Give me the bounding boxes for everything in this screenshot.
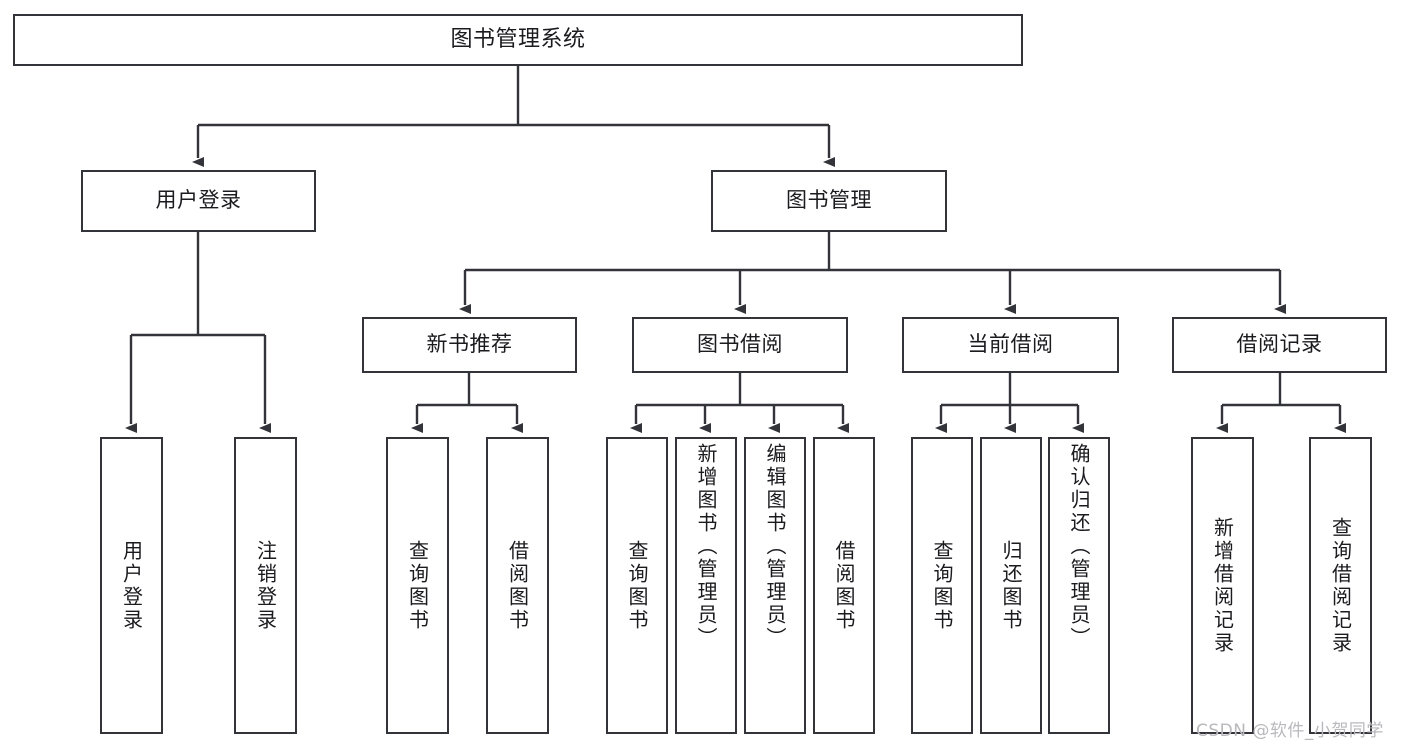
node-label: 编辑图书（管理员）	[763, 443, 787, 650]
node-label: 借阅图书	[505, 539, 530, 632]
node-label: 查询图书	[930, 539, 954, 632]
leaf-add-book-admin[interactable]: 新增图书（管理员）	[675, 437, 737, 734]
leaf-user-login[interactable]: 用户登录	[100, 437, 163, 734]
node-book-management[interactable]: 图书管理	[711, 170, 947, 232]
node-label: 当前借阅	[967, 332, 1054, 357]
leaf-borrow-books-recommend[interactable]: 借阅图书	[486, 437, 549, 734]
node-label: 图书管理	[786, 188, 872, 213]
csdn-watermark: CSDN @软件_小贺同学	[1196, 721, 1384, 741]
node-root-book-management-system[interactable]: 图书管理系统	[13, 14, 1023, 66]
leaf-borrow-books[interactable]: 借阅图书	[813, 437, 875, 734]
node-user-login[interactable]: 用户登录	[81, 170, 316, 232]
node-label: 用户登录	[155, 188, 242, 213]
leaf-return-books[interactable]: 归还图书	[980, 437, 1042, 734]
leaf-add-borrowing-record[interactable]: 新增借阅记录	[1191, 437, 1254, 734]
leaf-logout[interactable]: 注销登录	[234, 437, 297, 734]
leaf-query-books-recommend[interactable]: 查询图书	[386, 437, 449, 734]
leaf-confirm-return-admin[interactable]: 确认归还（管理员）	[1048, 437, 1110, 734]
node-label: 查询图书	[625, 539, 649, 632]
node-label: 新增图书（管理员）	[694, 443, 718, 650]
node-label: 用户登录	[119, 539, 144, 632]
leaf-query-books-current[interactable]: 查询图书	[911, 437, 973, 734]
leaf-edit-book-admin[interactable]: 编辑图书（管理员）	[744, 437, 806, 734]
node-label: 注销登录	[253, 539, 278, 632]
leaf-query-borrowing-record[interactable]: 查询借阅记录	[1309, 437, 1372, 734]
node-new-book-recommendation[interactable]: 新书推荐	[362, 317, 577, 373]
node-book-borrowing[interactable]: 图书借阅	[632, 317, 848, 373]
node-label: 图书借阅	[697, 332, 783, 357]
node-label: 查询借阅记录	[1328, 516, 1353, 655]
node-label: 新增借阅记录	[1210, 516, 1235, 655]
node-current-borrowing[interactable]: 当前借阅	[902, 317, 1119, 373]
node-borrowing-records[interactable]: 借阅记录	[1172, 317, 1387, 373]
node-label: 新书推荐	[426, 332, 513, 357]
node-label: 归还图书	[999, 539, 1023, 632]
node-label: 图书管理系统	[450, 26, 586, 52]
node-label: 借阅记录	[1236, 332, 1323, 357]
node-label: 借阅图书	[832, 539, 856, 632]
node-label: 确认归还（管理员）	[1067, 443, 1091, 650]
node-label: 查询图书	[405, 539, 430, 632]
leaf-query-books-borrow[interactable]: 查询图书	[606, 437, 668, 734]
